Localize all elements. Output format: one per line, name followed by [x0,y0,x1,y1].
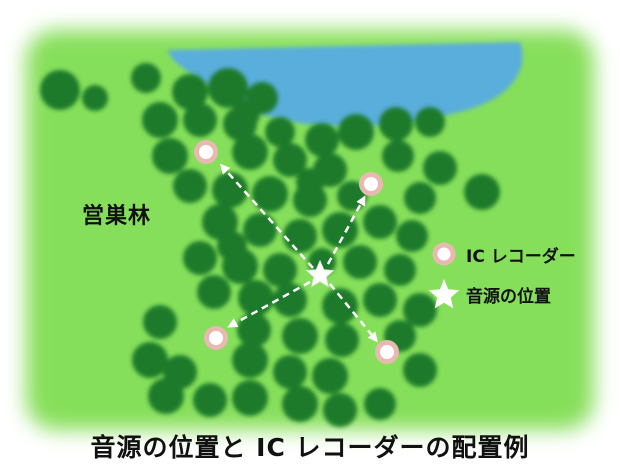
tree-canopy [282,386,318,422]
diagram-caption: 音源の位置と IC レコーダーの配置例 [90,433,530,462]
arrow-bottom-right [329,283,378,343]
tree-canopy [282,318,318,354]
ring-icon [426,236,462,272]
arrow-bottom-left [227,280,311,328]
legend-source-label: 音源の位置 [466,286,551,307]
tree-canopy [217,231,247,261]
tree-canopy [183,103,217,137]
recorder-ring-icon [204,326,228,350]
tree-canopy [325,323,359,357]
tree-canopy [232,380,268,416]
tree-canopy [197,275,231,309]
tree-canopy [132,342,168,378]
tree-canopy [142,102,178,138]
tree-canopy [464,174,500,210]
tree-canopy [243,213,277,247]
tree-canopy [322,288,358,324]
recorder-ring-icon [359,172,383,196]
star-icon [426,276,462,312]
tree-canopy [343,245,377,279]
tree-canopy [323,393,357,427]
tree-canopy [273,355,307,389]
tree-canopy [273,143,307,177]
tree-canopy [208,68,248,108]
forest-label: 営巣林 [82,204,152,229]
sound-source-star-icon [305,259,335,288]
tree-canopy [322,212,358,248]
tree-canopy [252,176,288,212]
recorder-ring-icon [194,140,218,164]
tree-canopy [273,283,307,317]
tree-canopy [296,168,324,196]
arrows [220,163,378,343]
tree-canopy [364,388,396,420]
forest-trees [40,63,500,427]
arrow-top-left [220,163,314,269]
tree-canopy [379,107,413,141]
tree-canopy [415,107,445,137]
legend-row-recorder: IC レコーダー [426,234,576,274]
tree-canopy [363,205,397,239]
tree-canopy [338,114,374,150]
tree-canopy [384,254,416,286]
tree-canopy [148,378,184,414]
tree-canopy [305,123,339,157]
tree-canopy [152,138,188,174]
tree-canopy [183,241,217,275]
recorder-ring-icon [375,340,399,364]
tree-canopy [396,220,428,252]
tree-canopy [202,204,238,240]
tree-canopy [403,293,437,327]
tree-canopy [232,342,268,378]
tree-canopy [404,182,436,214]
tree-canopy [143,305,177,339]
tree-canopy [283,219,317,253]
tree-canopy [131,63,161,93]
tree-canopy [363,283,397,317]
tree-canopy [263,253,297,287]
tree-canopy [423,151,457,185]
tree-canopy [173,169,207,203]
tree-canopy [237,313,271,347]
tree-canopy [382,140,414,172]
tree-canopy [265,117,295,147]
legend-row-source: 音源の位置 [426,274,576,314]
tree-canopy [193,383,227,417]
tree-canopy [312,358,348,394]
legend: IC レコーダー 音源の位置 [426,234,576,314]
recorders [194,140,399,364]
tree-canopy [212,172,248,208]
tree-canopy [172,74,208,110]
tree-canopy [232,134,268,170]
tree-canopy [308,248,336,276]
tree-canopy [40,70,80,110]
legend-recorder-label: IC レコーダー [466,246,576,267]
arrow-top-right [326,195,366,265]
tree-canopy [403,353,437,387]
tree-canopy [82,85,108,111]
tree-canopy [232,100,260,128]
